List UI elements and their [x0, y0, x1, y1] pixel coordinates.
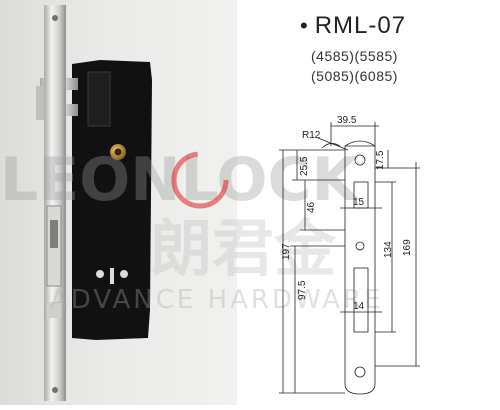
dim-width-top: 39.5 — [337, 115, 357, 126]
dim-body-height: 169 — [402, 239, 413, 256]
dim-latch-gap: 46 — [306, 201, 317, 213]
model-name: RML-07 — [314, 12, 407, 39]
variants-line-1: (4585)(5585) — [311, 48, 398, 64]
variants-line-2: (5085)(6085) — [311, 68, 398, 84]
dim-lower-offset: 97.5 — [297, 280, 308, 300]
lock-body — [72, 60, 152, 340]
mortise-lock-photo — [36, 5, 152, 401]
dim-total-height: 197 — [281, 243, 292, 260]
bullet-icon: • — [300, 13, 309, 38]
model-heading: •RML-07 — [300, 12, 406, 40]
model-variants: (4585)(5585) (5085)(6085) — [311, 46, 398, 86]
dim-latch-width: 15 — [353, 197, 365, 208]
dim-lower-width: 14 — [353, 301, 365, 312]
dim-bolt-height: 134 — [383, 241, 394, 258]
dim-top-left: 25.5 — [299, 156, 310, 176]
dim-top-right: 17.5 — [375, 150, 386, 170]
dim-radius: R12 — [302, 130, 321, 141]
